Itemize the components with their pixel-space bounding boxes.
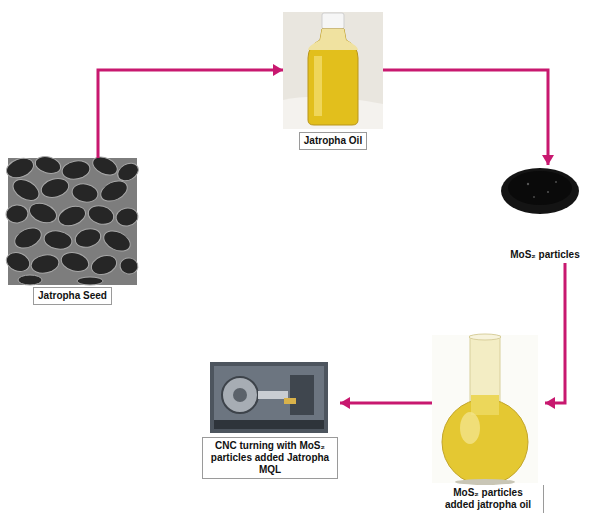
caption-label: Jatropha Seed — [33, 287, 112, 305]
caption-label: Jatropha Oil — [299, 132, 367, 150]
flow-arrow — [383, 70, 548, 165]
flask-node: MoS₂ particles added jatropha oil — [432, 335, 545, 513]
seed-node: Jatropha Seed — [8, 158, 137, 305]
oil-node: Jatropha Oil — [283, 12, 383, 150]
cnc-node: CNC turning with MoS₂ particles added Ja… — [200, 362, 340, 479]
flow-arrow — [98, 70, 283, 158]
powder-node: MoS₂ particles — [495, 165, 595, 263]
flow-arrow — [545, 263, 565, 403]
caption-label: CNC turning with MoS₂ particles added Ja… — [202, 437, 338, 479]
cnc-photo — [210, 362, 328, 433]
oil-bottle-photo — [283, 12, 383, 129]
caption-label: MoS₂ particles — [506, 247, 583, 263]
caption-label: MoS₂ particles added jatropha oil — [434, 485, 544, 513]
seed-photo — [4, 153, 142, 285]
flask-photo — [432, 334, 538, 485]
flow-arrow — [340, 402, 432, 405]
powder-photo — [501, 168, 579, 214]
